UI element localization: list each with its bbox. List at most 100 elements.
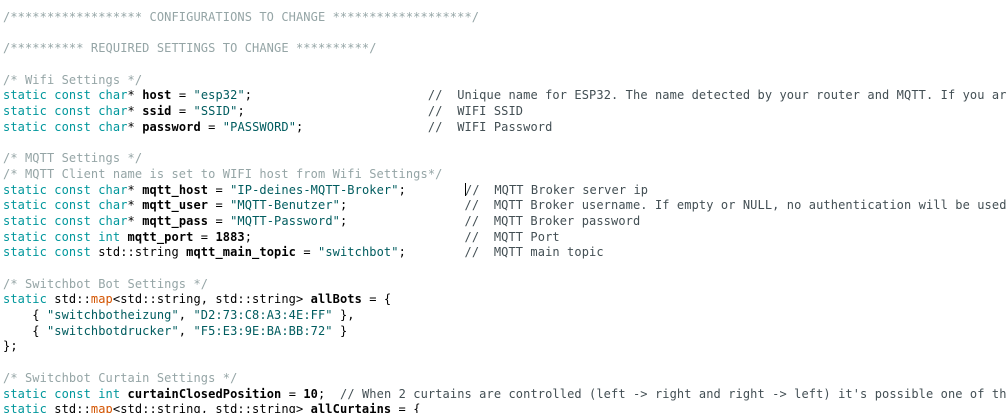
comment-text: // WIFI Password xyxy=(427,119,553,134)
code-line[interactable]: static std::map<std::string, std::string… xyxy=(3,402,1007,413)
code-line[interactable]: static const char* password = "PASSWORD"… xyxy=(3,120,1007,136)
code-token: static xyxy=(3,104,47,119)
code-token: const xyxy=(54,119,91,134)
code-line[interactable]: static const char* ssid = "SSID"; // WIF… xyxy=(3,104,1007,120)
code-token: char xyxy=(98,213,128,228)
code-line[interactable]: static const char* host = "esp32"; // Un… xyxy=(3,88,1007,104)
code-token: const xyxy=(54,229,91,244)
comment-text: /****************** CONFIGURATIONS TO CH… xyxy=(3,10,480,24)
code-token: * xyxy=(127,104,143,119)
code-line[interactable] xyxy=(3,57,1007,73)
code-token xyxy=(120,387,127,401)
code-token xyxy=(406,245,465,259)
code-token: static xyxy=(3,198,47,213)
code-line[interactable]: static const char* mqtt_host = "IP-deine… xyxy=(3,182,1007,199)
comment-text: /* Switchbot Bot Settings */ xyxy=(3,276,209,291)
code-token: "switchbot" xyxy=(318,245,399,260)
code-token: 10 xyxy=(303,386,319,401)
comment-text: // MQTT Port xyxy=(464,229,560,244)
code-token xyxy=(406,183,465,197)
comment-text: /* Wifi Settings */ xyxy=(3,72,143,87)
code-token: "MQTT-Password" xyxy=(230,213,340,228)
code-line[interactable]: }; xyxy=(3,339,1007,355)
code-token: , xyxy=(178,308,194,323)
code-token: "switchbotdrucker" xyxy=(46,323,179,338)
code-line[interactable]: /* Switchbot Bot Settings */ xyxy=(3,277,1007,293)
code-token: = xyxy=(296,245,318,260)
code-line[interactable]: /* Switchbot Curtain Settings */ xyxy=(3,371,1007,387)
code-line[interactable]: /* MQTT Settings */ xyxy=(3,151,1007,167)
code-token xyxy=(347,214,464,228)
code-line[interactable]: static const int mqtt_port = 1883; // MQ… xyxy=(3,230,1007,246)
code-line[interactable] xyxy=(3,355,1007,371)
code-token: static xyxy=(3,245,47,260)
code-token: ; xyxy=(318,386,326,401)
code-token: = xyxy=(208,182,231,197)
code-line[interactable]: /****************** CONFIGURATIONS TO CH… xyxy=(3,10,1007,26)
code-token: { xyxy=(3,308,47,323)
code-token: = xyxy=(208,198,231,213)
code-token: mqtt_pass xyxy=(142,213,209,228)
code-token: ; xyxy=(398,245,406,260)
code-line[interactable]: { "switchbotheizung", "D2:73:C8:A3:4E:FF… xyxy=(3,308,1007,324)
code-line[interactable] xyxy=(3,136,1007,152)
code-token xyxy=(245,104,428,118)
code-line[interactable] xyxy=(3,261,1007,277)
code-token: "esp32" xyxy=(193,88,245,103)
code-token: "MQTT-Benutzer" xyxy=(230,198,340,213)
code-token: const xyxy=(54,386,91,401)
code-line[interactable]: { "switchbotdrucker", "F5:E3:9E:BA:BB:72… xyxy=(3,324,1007,340)
code-token: ssid xyxy=(142,104,172,119)
code-token: = xyxy=(281,386,304,401)
code-token: static xyxy=(3,182,47,197)
code-token: = xyxy=(171,104,194,119)
code-token: ; xyxy=(244,88,253,103)
code-token: = { xyxy=(361,292,392,307)
code-line[interactable]: static const std::string mqtt_main_topic… xyxy=(3,245,1007,261)
code-token xyxy=(347,198,464,212)
code-token xyxy=(252,88,428,102)
comment-text: // MQTT Broker password xyxy=(464,213,641,228)
comment-text: /********** REQUIRED SETTINGS TO CHANGE … xyxy=(3,41,377,56)
comment-text: // Unique name for ESP32. The name detec… xyxy=(427,88,1007,103)
code-line[interactable]: static const char* mqtt_pass = "MQTT-Pas… xyxy=(3,214,1007,230)
code-line[interactable] xyxy=(3,26,1007,42)
code-token: static xyxy=(3,213,47,228)
code-token: std:: xyxy=(46,402,91,413)
code-token: static xyxy=(3,386,47,401)
comment-text: /* Switchbot Curtain Settings */ xyxy=(3,370,238,385)
text-cursor xyxy=(464,182,467,196)
code-line[interactable]: /* Wifi Settings */ xyxy=(3,73,1007,89)
code-token: "IP-deines-MQTT-Broker" xyxy=(230,182,399,197)
code-token: mqtt_port xyxy=(127,229,194,244)
code-token: 1883 xyxy=(215,229,245,244)
comment-text: /* MQTT Settings */ xyxy=(3,151,143,166)
code-line[interactable]: static const int curtainClosedPosition =… xyxy=(3,387,1007,403)
code-token: * xyxy=(127,182,143,197)
code-token: = xyxy=(208,213,231,228)
comment-text: // MQTT Broker server ip xyxy=(465,182,649,197)
code-token: const xyxy=(54,88,91,103)
code-token: = xyxy=(200,119,223,134)
code-token: ; xyxy=(244,229,253,244)
code-token: map xyxy=(90,292,113,307)
comment-text: // WIFI SSID xyxy=(427,104,524,119)
code-line[interactable]: static std::map<std::string, std::string… xyxy=(3,292,1007,308)
code-token: ; xyxy=(296,119,304,134)
code-token: * xyxy=(127,198,143,213)
code-token: char xyxy=(98,182,128,197)
code-token: static xyxy=(3,88,47,103)
code-line[interactable]: /* MQTT Client name is set to WIFI host … xyxy=(3,167,1007,183)
code-token: * xyxy=(127,119,143,134)
code-token: const xyxy=(54,198,91,213)
code-token: char xyxy=(98,88,128,103)
code-token: int xyxy=(98,386,121,401)
code-line[interactable]: static const char* mqtt_user = "MQTT-Ben… xyxy=(3,198,1007,214)
code-token: mqtt_host xyxy=(142,182,209,197)
code-token: "PASSWORD" xyxy=(222,119,297,134)
code-token: curtainClosedPosition xyxy=(127,386,282,401)
code-line[interactable]: /********** REQUIRED SETTINGS TO CHANGE … xyxy=(3,41,1007,57)
code-token xyxy=(303,120,428,134)
code-token: "switchbotheizung" xyxy=(46,308,179,323)
